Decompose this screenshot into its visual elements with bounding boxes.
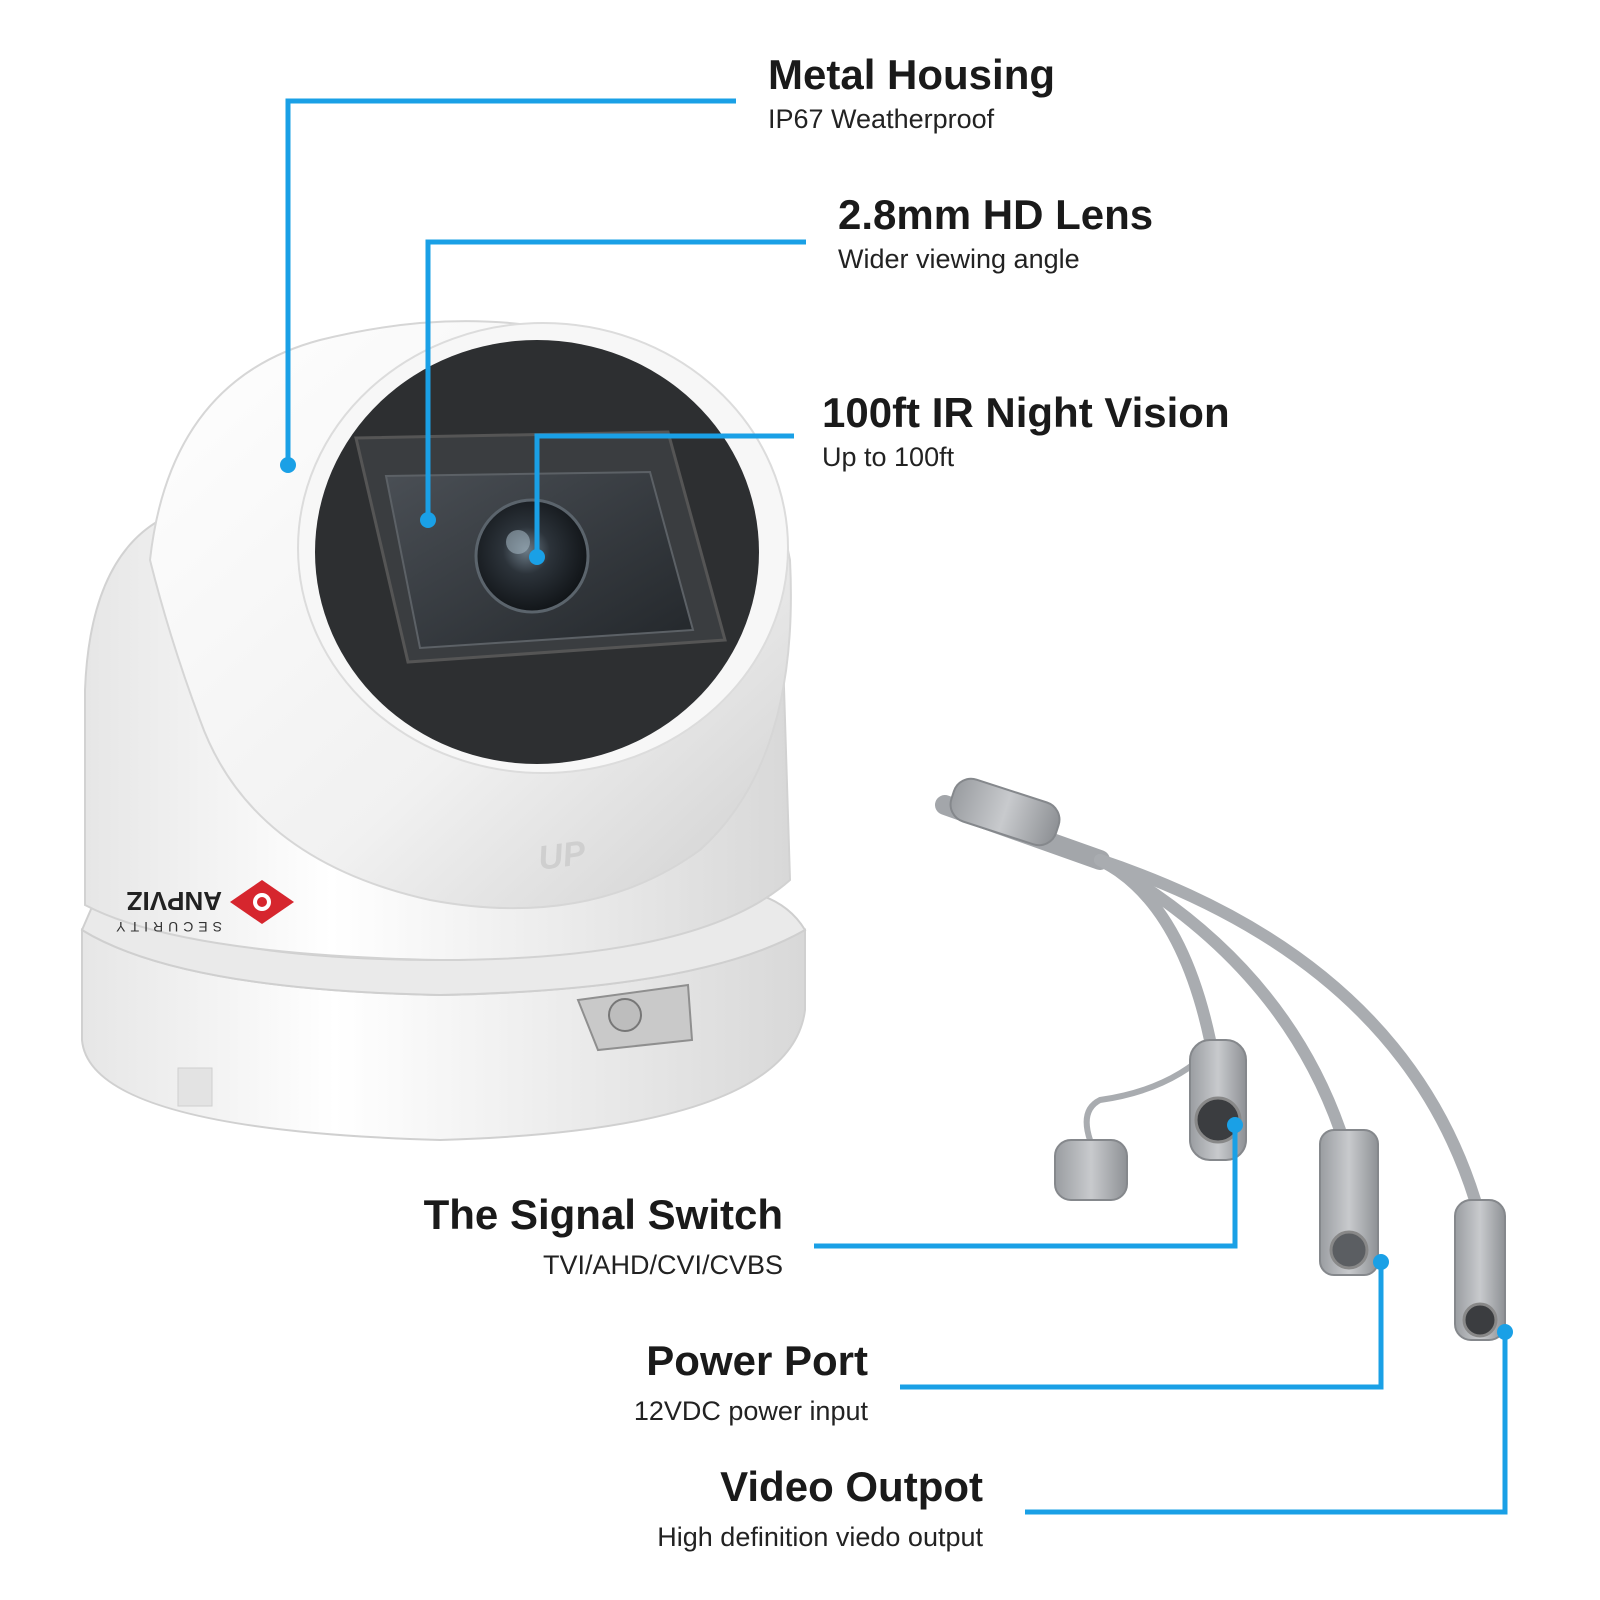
brand-name: ANPVIZ (127, 886, 222, 916)
callout-subtitle: Wider viewing angle (838, 244, 1080, 274)
callout-title: The Signal Switch (423, 1191, 783, 1238)
callout-subtitle: IP67 Weatherproof (768, 104, 995, 134)
brand-logo: ANPVIZ SECURITY (111, 880, 294, 935)
cable-connectors (949, 777, 1506, 1341)
callout-subtitle: 12VDC power input (633, 1396, 868, 1426)
callout-title: Power Port (646, 1337, 868, 1384)
brand-logo-pupil (257, 897, 267, 907)
callout-dot-power (1373, 1254, 1389, 1270)
callout-title: Video Outpot (720, 1463, 983, 1510)
callout-title: Metal Housing (768, 51, 1056, 98)
dome-camera: ANPVIZ SECURITY UP (80, 320, 807, 1142)
callout-hd-lens: 2.8mm HD Lens Wider viewing angle (838, 190, 1153, 276)
callout-video-output: Video Outpot High definition viedo outpu… (657, 1462, 983, 1554)
cap-tether (1083, 1047, 1213, 1143)
callout-line-lens (425, 239, 806, 520)
callout-metal-housing: Metal Housing IP67 Weatherproof (768, 50, 1055, 136)
callout-line-ir (534, 433, 794, 557)
callout-ir-night-vision: 100ft IR Night Vision Up to 100ft (822, 388, 1230, 474)
main-plug (949, 777, 1061, 847)
callout-line-video (1025, 1332, 1508, 1515)
callout-subtitle: TVI/AHD/CVI/CVBS (542, 1250, 783, 1280)
cable-to-power-port (1094, 854, 1346, 1136)
callout-title: 2.8mm HD Lens (838, 191, 1154, 238)
callout-title: 100ft IR Night Vision (822, 389, 1230, 436)
callout-dot-lens (420, 512, 436, 528)
mold-mark: UP (536, 834, 588, 878)
callout-dot-ir (529, 549, 545, 565)
lens-glint (506, 530, 530, 554)
power-port-tip (1329, 1230, 1369, 1270)
mount-screw (608, 998, 642, 1032)
callout-subtitle: High definition viedo output (657, 1522, 983, 1552)
video-output-connector (1454, 1199, 1506, 1341)
callout-line-housing (285, 98, 736, 465)
callout-line-power (900, 1262, 1384, 1390)
callout-power-port: Power Port 12VDC power input (634, 1336, 868, 1428)
callout-dot-housing (280, 457, 296, 473)
callout-dot-video (1497, 1324, 1513, 1340)
signal-cap (1054, 1139, 1128, 1201)
callout-line-switch (814, 1125, 1238, 1249)
callout-dot-switch (1227, 1117, 1243, 1133)
callout-lines (285, 98, 1508, 1515)
callout-dots (280, 457, 1513, 1340)
base-notch (177, 1067, 213, 1107)
callout-signal-switch: The Signal Switch TVI/AHD/CVI/CVBS (424, 1190, 783, 1282)
video-output-tip (1462, 1302, 1498, 1338)
cable-to-video-output (1094, 854, 1481, 1206)
callout-subtitle: Up to 100ft (822, 442, 955, 472)
brand-tagline: SECURITY (111, 919, 222, 935)
